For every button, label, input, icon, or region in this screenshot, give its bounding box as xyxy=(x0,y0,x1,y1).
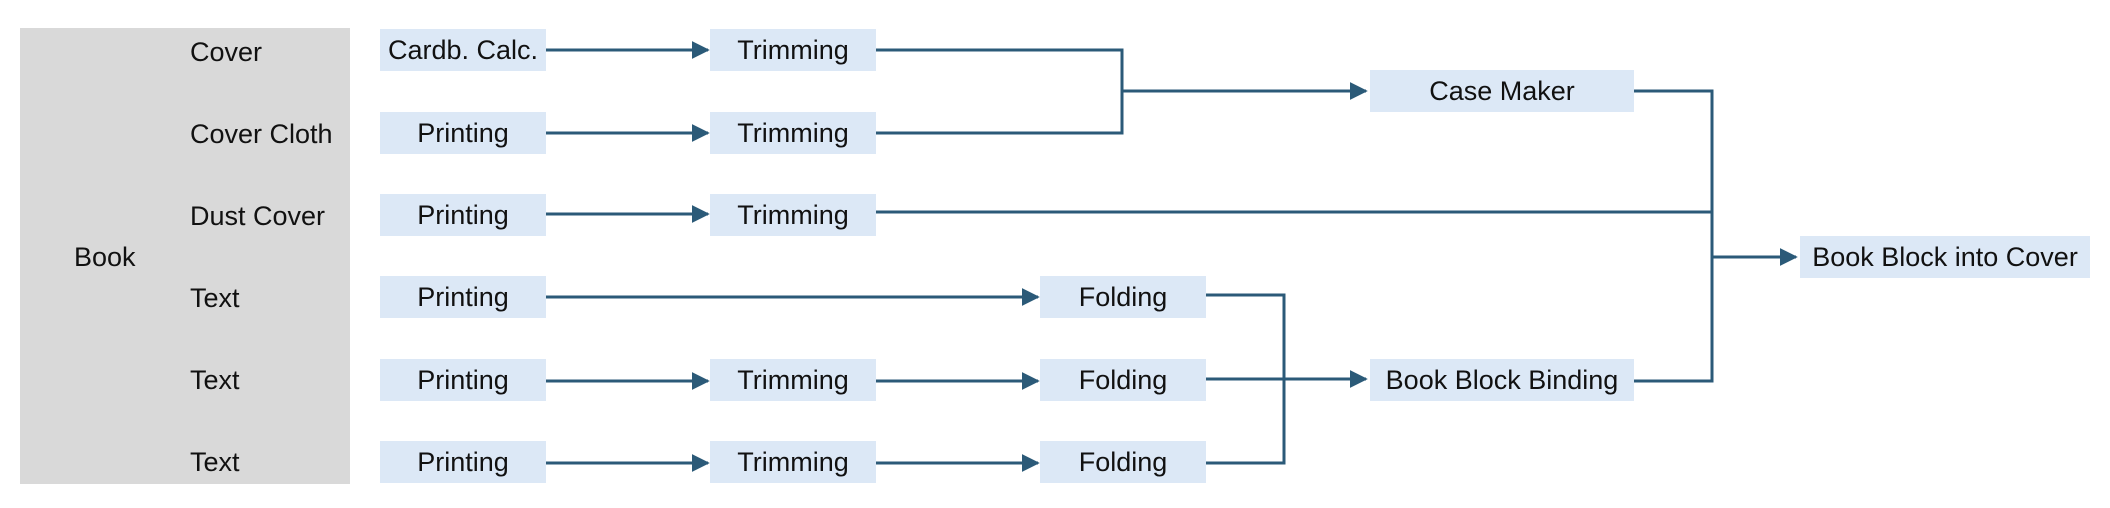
row-label-text-3: Text xyxy=(190,447,240,477)
node-trimming-text-2: Trimming xyxy=(710,359,876,401)
node-printing-text-1: Printing xyxy=(380,276,546,318)
row-label-text-1: Text xyxy=(190,283,240,313)
row-label-text-2: Text xyxy=(190,365,240,395)
node-trimming-cover: Trimming xyxy=(710,29,876,71)
row-label-cover-cloth: Cover Cloth xyxy=(190,119,333,149)
book-label: Book xyxy=(74,242,136,272)
node-cardboard-calc: Cardb. Calc. xyxy=(380,29,546,71)
node-book-block-binding: Book Block Binding xyxy=(1370,359,1634,401)
node-folding-text-1: Folding xyxy=(1040,276,1206,318)
node-printing-dust-cover: Printing xyxy=(380,194,546,236)
node-trimming-cover-cloth: Trimming xyxy=(710,112,876,154)
node-book-block-into-cover: Book Block into Cover xyxy=(1800,236,2090,278)
node-folding-text-3: Folding xyxy=(1040,441,1206,483)
node-trimming-text-3: Trimming xyxy=(710,441,876,483)
node-case-maker: Case Maker xyxy=(1370,70,1634,112)
node-printing-text-2: Printing xyxy=(380,359,546,401)
node-printing-text-3: Printing xyxy=(380,441,546,483)
row-label-cover: Cover xyxy=(190,37,263,67)
row-label-dust-cover: Dust Cover xyxy=(190,201,326,231)
node-folding-text-2: Folding xyxy=(1040,359,1206,401)
node-printing-cover-cloth: Printing xyxy=(380,112,546,154)
book-panel xyxy=(20,28,350,484)
connector-final-merge xyxy=(1630,89,1714,383)
connector-trims-merge xyxy=(874,48,1124,135)
node-trimming-dust-cover: Trimming xyxy=(710,194,876,236)
